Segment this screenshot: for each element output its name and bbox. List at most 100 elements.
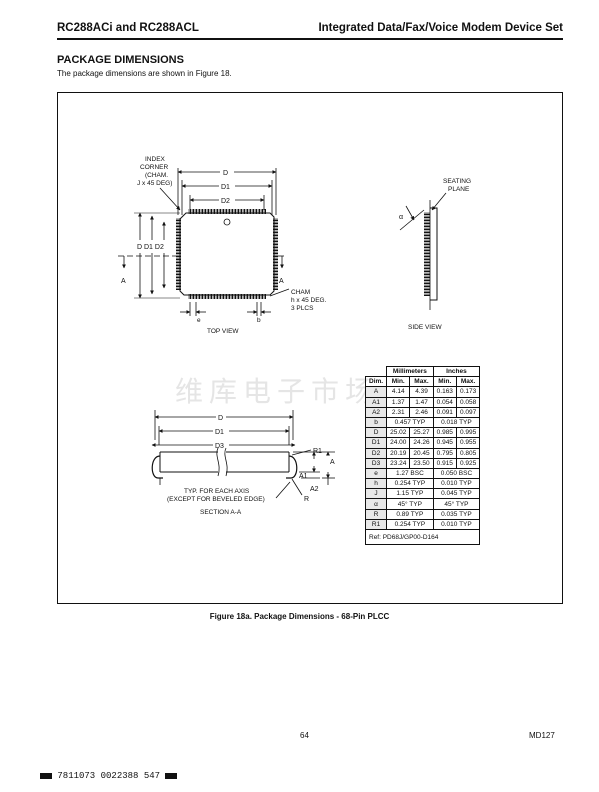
table-cell: 23.24	[386, 457, 411, 469]
table-ref: Ref: PD68J/GP00-D164	[364, 529, 481, 545]
table-cell: 1.37	[386, 396, 411, 408]
top-view-label: TOP VIEW	[207, 328, 239, 335]
section-A2: A2	[310, 486, 319, 493]
table-cell: 20.45	[409, 447, 434, 459]
index-corner-line4: J x 45 DEG)	[137, 180, 172, 187]
seating-line2: PLANE	[448, 186, 470, 193]
section-view-label: SECTION A-A	[200, 509, 242, 516]
dimension-table: Millimeters Inches Dim. Min. Max. Min. M…	[364, 365, 481, 545]
table-cell: 0.915	[432, 457, 457, 469]
table-col-mm-max: Max.	[409, 376, 434, 388]
top-view: INDEX CORNER (CHAM. J x 45 DEG) D D1 D2 …	[118, 156, 327, 335]
side-alpha: α	[399, 214, 403, 221]
table-cell: 0.173	[455, 386, 481, 398]
table-cell: 0.795	[432, 447, 457, 459]
section-dim-D1: D1	[215, 429, 224, 436]
table-cell: 0.955	[455, 437, 481, 449]
table-cell: 0.054	[432, 396, 457, 408]
table-cell: 1.47	[409, 396, 434, 408]
table-cell: e	[364, 467, 388, 480]
table-cell: 0.457 TYP	[386, 416, 434, 429]
table-cell: 20.19	[386, 447, 411, 459]
table-col-dim: Dim.	[364, 376, 388, 388]
cham-line3: 3 PLCS	[291, 305, 314, 312]
table-cell: 1.15 TYP	[386, 488, 434, 500]
table-cell: 45° TYP	[386, 498, 434, 510]
table-group-mm: Millimeters	[386, 365, 434, 378]
top-dim-D: D	[223, 170, 228, 177]
barcode-block-right	[165, 772, 178, 779]
table-cell: b	[364, 416, 388, 429]
table-cell: 0.925	[455, 457, 481, 469]
cham-line1: CHAM	[291, 289, 310, 296]
table-group-in: Inches	[432, 365, 481, 378]
barcode-text: 7811073 0022388 547	[57, 771, 161, 781]
table-col-in-max: Max.	[455, 376, 481, 388]
section-dim-D: D	[218, 415, 223, 422]
table-cell: J	[364, 488, 388, 500]
header-left-title: RC288ACi and RC288ACL	[57, 22, 199, 34]
table-cell: 0.010 TYP	[432, 518, 481, 531]
top-dim-D2: D2	[221, 198, 230, 205]
table-cell: α	[364, 498, 388, 510]
section-A1: A1	[299, 473, 308, 480]
table-cell: D1	[364, 437, 388, 449]
table-cell: 25.02	[386, 427, 411, 439]
table-cell: 0.018 TYP	[432, 416, 481, 429]
barcode-line: 7811073 0022388 547	[40, 771, 178, 781]
section-A: A	[330, 459, 335, 466]
section-marker-right: A	[279, 278, 284, 285]
section-intro: The package dimensions are shown in Figu…	[57, 69, 232, 78]
table-cell: 4.39	[409, 386, 434, 398]
table-cell: R1	[364, 518, 388, 531]
seating-line1: SEATING	[443, 178, 471, 185]
figure-caption: Figure 18a. Package Dimensions - 68-Pin …	[209, 612, 390, 621]
top-dim-e: e	[197, 317, 201, 324]
barcode-block-left	[40, 772, 52, 779]
table-cell: 0.058	[455, 396, 481, 408]
page-number: 64	[300, 731, 309, 740]
top-left-dims: D D1 D2	[137, 244, 164, 251]
table-cell: 0.010 TYP	[432, 478, 481, 490]
section-R1: R1	[313, 448, 322, 455]
index-corner-line1: INDEX	[145, 156, 166, 163]
table-cell: 1.27 BSC	[386, 467, 434, 480]
table-cell: A1	[364, 396, 388, 408]
table-cell: D2	[364, 447, 388, 459]
table-cell: 0.945	[432, 437, 457, 449]
table-cell: 0.035 TYP	[432, 508, 481, 520]
cham-line2: h x 45 DEG.	[291, 297, 327, 304]
index-corner-line3: (CHAM.	[145, 172, 168, 179]
table-col-in-min: Min.	[432, 376, 457, 388]
table-cell: A	[364, 386, 388, 398]
table-cell: 0.995	[455, 427, 481, 439]
table-cell: 25.27	[409, 427, 434, 439]
table-cell: A2	[364, 406, 388, 418]
table-cell: 45° TYP	[432, 498, 481, 510]
section-title: PACKAGE DIMENSIONS	[57, 54, 184, 66]
top-dim-D1: D1	[221, 184, 230, 191]
table-cell: 23.50	[409, 457, 434, 469]
table-cell: 0.091	[432, 406, 457, 418]
table-cell: 0.163	[432, 386, 457, 398]
table-col-mm-min: Min.	[386, 376, 411, 388]
table-cell: 2.46	[409, 406, 434, 418]
table-cell: h	[364, 478, 388, 490]
side-view-label: SIDE VIEW	[408, 324, 442, 331]
watermark: 维库电子市场	[175, 375, 380, 408]
doc-id: MD127	[529, 731, 555, 740]
side-view: SEATING PLANE α SIDE VIEW	[399, 178, 471, 331]
table-cell: 0.89 TYP	[386, 508, 434, 520]
figure-frame	[57, 92, 563, 604]
